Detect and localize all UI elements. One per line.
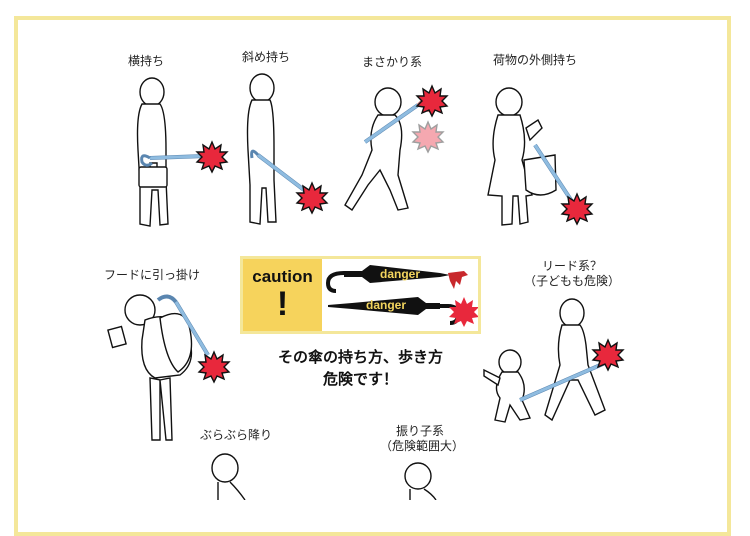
figure-nimotsu-sotogawa [487, 87, 593, 226]
blood-drip-icon [448, 271, 468, 289]
caution-panel: caution ! [243, 259, 322, 331]
figure-hood-hikkake [107, 294, 230, 441]
headline: その傘の持ち方、歩き方 危険です！ [240, 346, 481, 390]
label-furiko: 振り子系 （危険範囲大） [380, 424, 465, 454]
figure-lead [483, 298, 624, 423]
label-lead: リード系？ （子どもも危険） [522, 259, 622, 289]
figure-naname-mochi [246, 73, 328, 225]
label-hood-hikkake: フードに引っ掛け [104, 268, 201, 282]
figure-furiko [404, 462, 437, 500]
label-furiko-line2: （危険範囲大） [380, 439, 465, 453]
headline-line2: 危険です！ [322, 370, 398, 388]
umbrella-black-icon [344, 265, 450, 283]
label-yoko-mochi: 横持ち [128, 54, 165, 68]
label-naname-mochi: 斜め持ち [242, 50, 291, 64]
umbrella-black-icon-2 [328, 297, 440, 315]
label-masakari: まさかり系 [362, 55, 423, 69]
danger-umbrellas-graphic: danger danger [325, 265, 479, 327]
figure-yoko-mochi [136, 77, 228, 227]
caution-box: caution ! danger danger [240, 256, 481, 334]
figure-burabura [211, 453, 246, 500]
label-burabura: ぶらぶら降り [200, 428, 273, 442]
label-lead-line1: リード系？ [541, 259, 602, 273]
label-furiko-line1: 振り子系 [395, 424, 444, 438]
danger-text-1: danger [380, 267, 420, 281]
label-lead-line2: （子どもも危険） [523, 274, 620, 288]
caution-word: caution [252, 267, 313, 286]
illustrations-layer [107, 73, 624, 500]
umbrella-handle-icon [325, 271, 345, 293]
headline-line1: その傘の持ち方、歩き方 [277, 348, 443, 366]
exclamation-icon: ! [276, 285, 289, 323]
figure-masakari [344, 85, 448, 211]
danger-panel: danger danger [322, 259, 479, 331]
danger-text-2: danger [366, 298, 406, 312]
label-nimotsu-sotogawa: 荷物の外側持ち [493, 53, 578, 67]
